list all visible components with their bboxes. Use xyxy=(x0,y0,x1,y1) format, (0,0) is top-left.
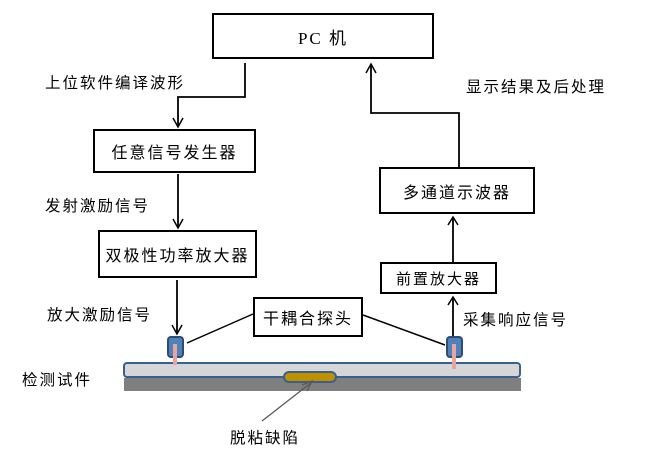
callout-line-right-probe xyxy=(362,314,446,346)
signal-generator-box: 任意信号发生器 xyxy=(93,129,256,173)
preamplifier-box: 前置放大器 xyxy=(380,262,497,294)
arrowhead-down-amplifier xyxy=(172,218,184,230)
arrowhead-up-pc xyxy=(365,62,377,74)
defect-pointer-arrowhead xyxy=(301,379,314,392)
label-amplified-excitation-signal: 放大激励信号 xyxy=(47,307,153,324)
right-probe-contact-rod xyxy=(452,344,456,369)
wire-pc-to-generator xyxy=(177,63,246,126)
callout-line-left-probe xyxy=(186,313,254,344)
oscilloscope-box: 多通道示波器 xyxy=(379,167,535,214)
wire-oscilloscope-to-pc xyxy=(370,66,460,167)
arrowhead-up-preamplifier xyxy=(447,295,459,306)
defect-pointer-line xyxy=(261,381,313,422)
arrowhead-up-oscilloscope xyxy=(447,215,459,226)
arrowhead-down-probe xyxy=(171,324,183,336)
dry-coupled-probe-callout-box: 干耦合探头 xyxy=(253,297,363,337)
label-display-result-postprocess: 显示结果及后处理 xyxy=(466,79,607,96)
arrowhead-down-generator xyxy=(172,117,184,129)
power-amplifier-box: 双极性功率放大器 xyxy=(98,230,257,278)
label-test-specimen: 检测试件 xyxy=(22,372,93,389)
label-collect-response-signal: 采集响应信号 xyxy=(463,312,569,329)
label-transmit-excitation-signal: 发射激励信号 xyxy=(45,198,151,215)
left-probe-contact-rod xyxy=(173,344,177,365)
specimen-bottom-layer xyxy=(124,378,521,391)
label-debond-defect: 脱粘缺陷 xyxy=(230,430,301,447)
label-compile-waveform: 上位软件编译波形 xyxy=(45,75,186,92)
pc-box: PC 机 xyxy=(212,13,434,59)
